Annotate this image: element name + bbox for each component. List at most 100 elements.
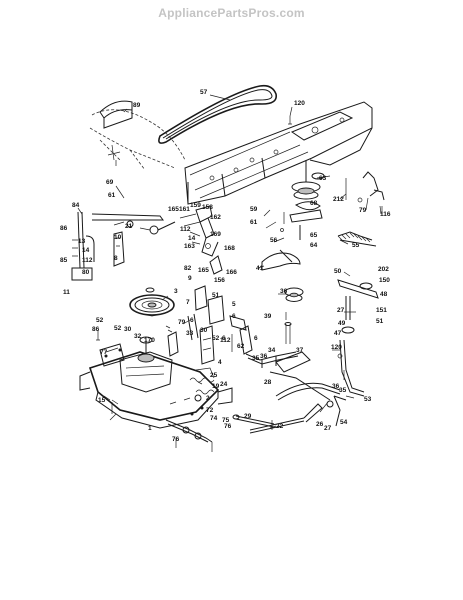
callout-label-159: 159 xyxy=(190,202,201,209)
callout-label-51b: 51 xyxy=(212,292,220,299)
callout-label-49: 49 xyxy=(338,320,346,327)
callout-label-30b: 30 xyxy=(200,327,208,334)
callout-label-76b: 76 xyxy=(172,436,180,443)
callout-label-52a: 52 xyxy=(96,317,104,324)
callout-label-36b: 36 xyxy=(260,353,268,360)
callout-label-56: 56 xyxy=(270,237,278,244)
callout-label-55: 55 xyxy=(352,242,360,249)
fasteners xyxy=(96,116,383,430)
callout-label-22: 22 xyxy=(276,423,284,430)
callout-label-32: 32 xyxy=(134,333,142,340)
callout-label-75: 75 xyxy=(222,417,230,424)
callout-label-77: 77 xyxy=(100,349,108,356)
callout-label-163: 163 xyxy=(184,243,195,250)
callout-label-30a: 30 xyxy=(124,326,132,333)
callout-label-52c: 52 xyxy=(212,335,220,342)
tension-springs xyxy=(189,377,215,402)
callout-label-6c: 6 xyxy=(222,335,226,342)
callout-label-151: 151 xyxy=(376,307,387,314)
callout-label-68: 68 xyxy=(310,200,318,207)
callout-label-15: 15 xyxy=(98,397,106,404)
callout-label-37: 37 xyxy=(296,347,304,354)
callout-label-14: 14 xyxy=(82,247,90,254)
watermark-text: AppliancePartsPros.com xyxy=(158,6,305,20)
callout-label-89: 89 xyxy=(133,102,141,109)
callout-label-61a: 61 xyxy=(108,192,116,199)
callout-label-84: 84 xyxy=(72,202,80,209)
callout-label-112b: 112 xyxy=(180,226,191,233)
callout-label-4: 4 xyxy=(218,359,222,366)
callout-label-8: 8 xyxy=(114,255,118,262)
callout-label-165a: 165 xyxy=(168,206,179,213)
callout-label-156: 156 xyxy=(214,277,225,284)
callout-label-6a: 6 xyxy=(190,317,194,324)
callout-label-3: 3 xyxy=(174,288,178,295)
callout-label-86a: 86 xyxy=(60,225,68,232)
callout-label-212: 212 xyxy=(333,196,344,203)
callout-label-69: 69 xyxy=(106,179,114,186)
callout-label-65: 65 xyxy=(310,232,318,239)
callout-label-116: 116 xyxy=(380,211,391,218)
callout-label-2: 2 xyxy=(206,395,210,402)
callout-label-36c: 36 xyxy=(332,383,340,390)
callout-label-47: 47 xyxy=(334,330,342,337)
callout-label-74: 74 xyxy=(210,415,218,422)
callout-label-13: 13 xyxy=(78,238,86,245)
callout-label-168: 168 xyxy=(224,245,235,252)
callout-label-120: 120 xyxy=(294,100,305,107)
callout-label-61b: 61 xyxy=(250,219,258,226)
bottom-linkage xyxy=(165,406,213,452)
callout-label-10: 10 xyxy=(114,234,122,241)
control-rod-assembly xyxy=(239,322,311,373)
callout-label-41: 41 xyxy=(256,265,264,272)
callout-label-34: 34 xyxy=(268,347,276,354)
drive-belt xyxy=(158,84,278,144)
callout-label-202: 202 xyxy=(378,266,389,273)
chassis-frame xyxy=(184,101,373,205)
center-bracket-assembly xyxy=(149,205,223,275)
engine-pulley-assembly xyxy=(289,160,385,247)
callout-label-161: 161 xyxy=(179,206,190,213)
callout-label-64: 64 xyxy=(310,242,318,249)
callout-label-28: 28 xyxy=(264,379,272,386)
transaxle-pulley xyxy=(129,287,175,317)
callout-label-170: 170 xyxy=(144,337,155,344)
callout-label-35: 35 xyxy=(252,355,260,362)
callout-label-53: 53 xyxy=(364,396,372,403)
callout-label-79: 79 xyxy=(359,207,367,214)
callout-label-6b: 6 xyxy=(232,313,236,320)
callout-label-48: 48 xyxy=(380,291,388,298)
callout-label-112a: 112 xyxy=(82,257,93,264)
callout-label-19: 19 xyxy=(212,383,220,390)
callout-label-14b: 14 xyxy=(188,235,196,242)
callout-label-27b: 27 xyxy=(324,425,332,432)
callout-label-50: 50 xyxy=(334,268,342,275)
callout-label-1: 1 xyxy=(148,425,152,432)
idler-arm xyxy=(261,249,301,271)
shift-brackets xyxy=(187,285,247,365)
idler-pulley xyxy=(284,287,304,302)
callout-label-80: 80 xyxy=(82,269,90,276)
callout-label-51: 51 xyxy=(376,318,384,325)
callout-label-25: 25 xyxy=(210,372,218,379)
callout-label-29: 29 xyxy=(244,413,252,420)
callout-label-27a: 27 xyxy=(337,307,345,314)
leader-lines xyxy=(77,94,382,429)
callout-label-162: 162 xyxy=(210,214,221,221)
callout-label-112c: 112 xyxy=(220,337,231,344)
brake-linkage-right xyxy=(269,279,379,427)
callout-label-63: 63 xyxy=(319,175,327,182)
callout-label-166: 166 xyxy=(226,269,237,276)
callout-label-120b: 120 xyxy=(331,344,342,351)
callout-label-26: 26 xyxy=(316,421,324,428)
dash-panel-outline xyxy=(89,100,186,171)
callout-label-169: 169 xyxy=(210,231,221,238)
transaxle-housing xyxy=(79,331,233,429)
callout-label-54: 54 xyxy=(340,419,348,426)
callout-label-52b: 52 xyxy=(114,325,122,332)
callout-label-35b: 35 xyxy=(339,387,347,394)
callout-label-39: 39 xyxy=(264,313,272,320)
callout-label-6d: 6 xyxy=(254,335,258,342)
